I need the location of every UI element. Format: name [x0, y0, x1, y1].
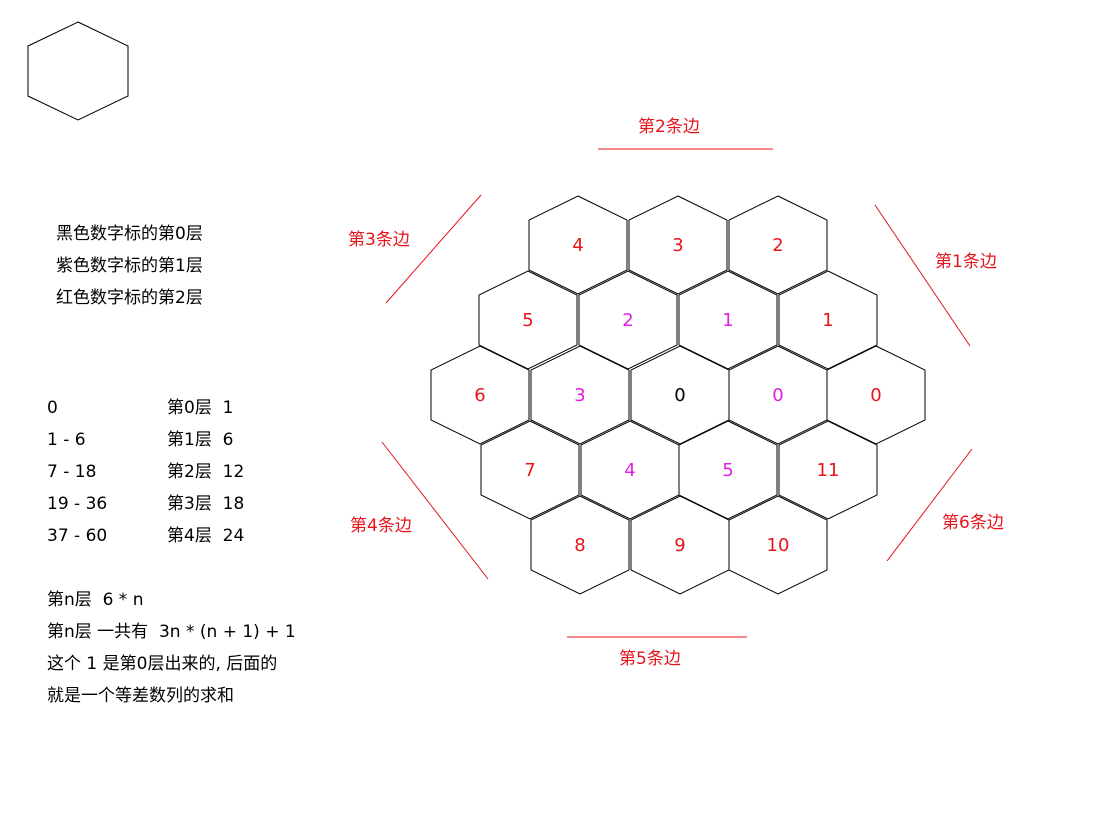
range-1: 1 - 6	[47, 430, 86, 450]
note-formula-layer: 第n层 6 * n	[47, 590, 144, 610]
layer-count-0: 第0层 1	[167, 398, 234, 418]
hex-cell	[728, 195, 828, 295]
hex-cell-label: 10	[767, 535, 790, 556]
edge-line-3	[385, 194, 482, 304]
hex-cell-label: 0	[870, 385, 881, 406]
hex-cell-label: 5	[522, 310, 533, 331]
edge-label-5: 第5条边	[619, 649, 681, 669]
hex-cell-label: 1	[822, 310, 833, 331]
hex-cell	[528, 195, 628, 295]
hex-cell	[530, 495, 630, 595]
hex-cell	[480, 420, 580, 520]
layer-count-1: 第1层 6	[167, 430, 234, 450]
legend-line-layer2: 红色数字标的第2层	[56, 288, 203, 308]
hex-cell	[778, 420, 878, 520]
layer-count-2: 第2层 12	[167, 462, 245, 482]
layer-count-4: 第4层 24	[167, 526, 245, 546]
hex-cell	[728, 495, 828, 595]
layer-count-3: 第3层 18	[167, 494, 245, 514]
edge-label-4: 第4条边	[350, 516, 412, 536]
hex-cell-label: 2	[772, 235, 783, 256]
hex-cell-label: 5	[722, 460, 733, 481]
hex-cell-label: 11	[817, 460, 840, 481]
hex-cell-label: 6	[474, 385, 485, 406]
edge-label-2: 第2条边	[638, 117, 700, 137]
edge-label-6: 第6条边	[942, 513, 1004, 533]
range-4: 37 - 60	[47, 526, 108, 546]
edge-label-3: 第3条边	[348, 230, 410, 250]
hex-cell-label: 4	[572, 235, 583, 256]
note-explanation-1: 这个 1 是第0层出来的, 后面的	[47, 654, 278, 674]
note-explanation-2: 就是一个等差数列的求和	[47, 686, 234, 706]
hex-cell	[530, 345, 630, 445]
note-formula-total: 第n层 一共有 3n * (n + 1) + 1	[47, 622, 296, 642]
hex-cell-label: 8	[574, 535, 585, 556]
edge-label-1: 第1条边	[935, 252, 997, 272]
hex-cell	[628, 195, 728, 295]
edge-line-4	[381, 441, 489, 580]
hex-cell-label: 3	[672, 235, 683, 256]
hex-cell	[430, 345, 530, 445]
sample-hexagon	[27, 21, 129, 121]
hex-cell-label: 2	[622, 310, 633, 331]
legend-line-layer1: 紫色数字标的第1层	[56, 256, 203, 276]
hex-cell-label: 9	[674, 535, 685, 556]
range-3: 19 - 36	[47, 494, 108, 514]
hex-cell-label: 4	[624, 460, 635, 481]
hex-cell-label: 7	[524, 460, 535, 481]
edge-line-6	[886, 448, 973, 562]
range-2: 7 - 18	[47, 462, 97, 482]
edge-line-1	[874, 204, 971, 347]
range-0: 0	[47, 398, 58, 418]
hex-cell-label: 0	[674, 385, 685, 406]
hex-cell-label: 0	[772, 385, 783, 406]
hex-cell-label: 3	[574, 385, 585, 406]
hex-cell-label: 1	[722, 310, 733, 331]
legend-line-layer0: 黑色数字标的第0层	[56, 224, 203, 244]
